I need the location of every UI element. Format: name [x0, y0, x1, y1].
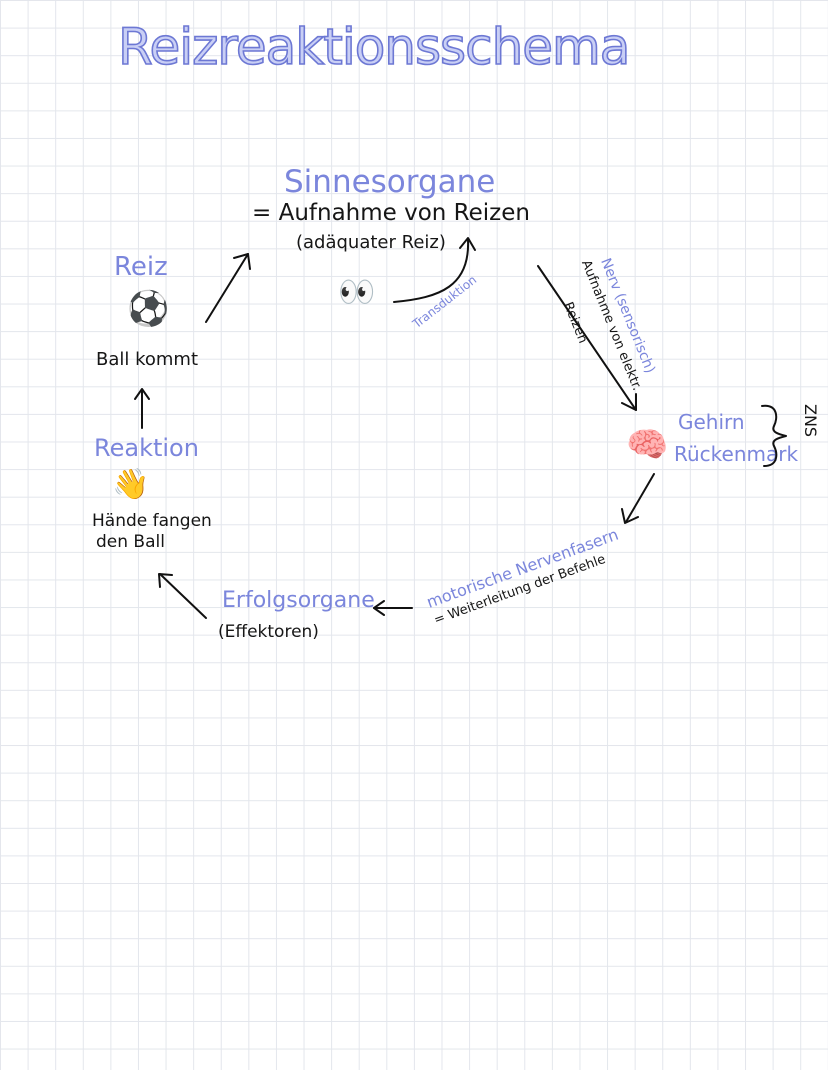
- waving-hand-icon: 👋: [112, 467, 150, 502]
- soccer-ball-icon: ⚽: [127, 289, 170, 329]
- sinnesorgane-description: = Aufnahme von Reizen: [252, 200, 530, 226]
- arrow-erfolgsorgane-to-reaktion: [158, 573, 207, 619]
- arrow-sinnesorgane-to-zns: [537, 265, 637, 411]
- erfolgsorgane-description: (Effektoren): [218, 622, 319, 642]
- eyes-icon: 👀: [338, 275, 376, 310]
- arrow-transduktion-curve: [393, 237, 476, 303]
- zns-brace: [761, 404, 787, 467]
- gehirn-label: Gehirn: [678, 410, 745, 434]
- reaktion-line-1: Hände fangen: [92, 511, 212, 531]
- brain-icon: 🧠: [626, 425, 669, 465]
- rueckenmark-label: Rückenmark: [674, 442, 799, 466]
- sinnesorgane-heading: Sinnesorgane: [284, 164, 496, 200]
- arrow-reiz-to-sinnesorgane: [205, 253, 251, 323]
- reiz-heading: Reiz: [114, 252, 168, 282]
- sinnesorgane-adequate-stimulus: (adäquater Reiz): [296, 232, 446, 253]
- reaktion-heading: Reaktion: [94, 434, 199, 462]
- arrow-reaktion-to-reiz: [134, 388, 150, 429]
- reiz-description: Ball kommt: [96, 349, 199, 370]
- page-title: Reizreaktionsschema: [117, 17, 631, 77]
- arrow-zns-to-motorisch: [621, 473, 655, 524]
- erfolgsorgane-heading: Erfolgsorgane: [222, 588, 375, 613]
- arrow-motorisch-to-erfolgsorgane: [373, 600, 413, 616]
- reaktion-line-2: den Ball: [96, 532, 165, 552]
